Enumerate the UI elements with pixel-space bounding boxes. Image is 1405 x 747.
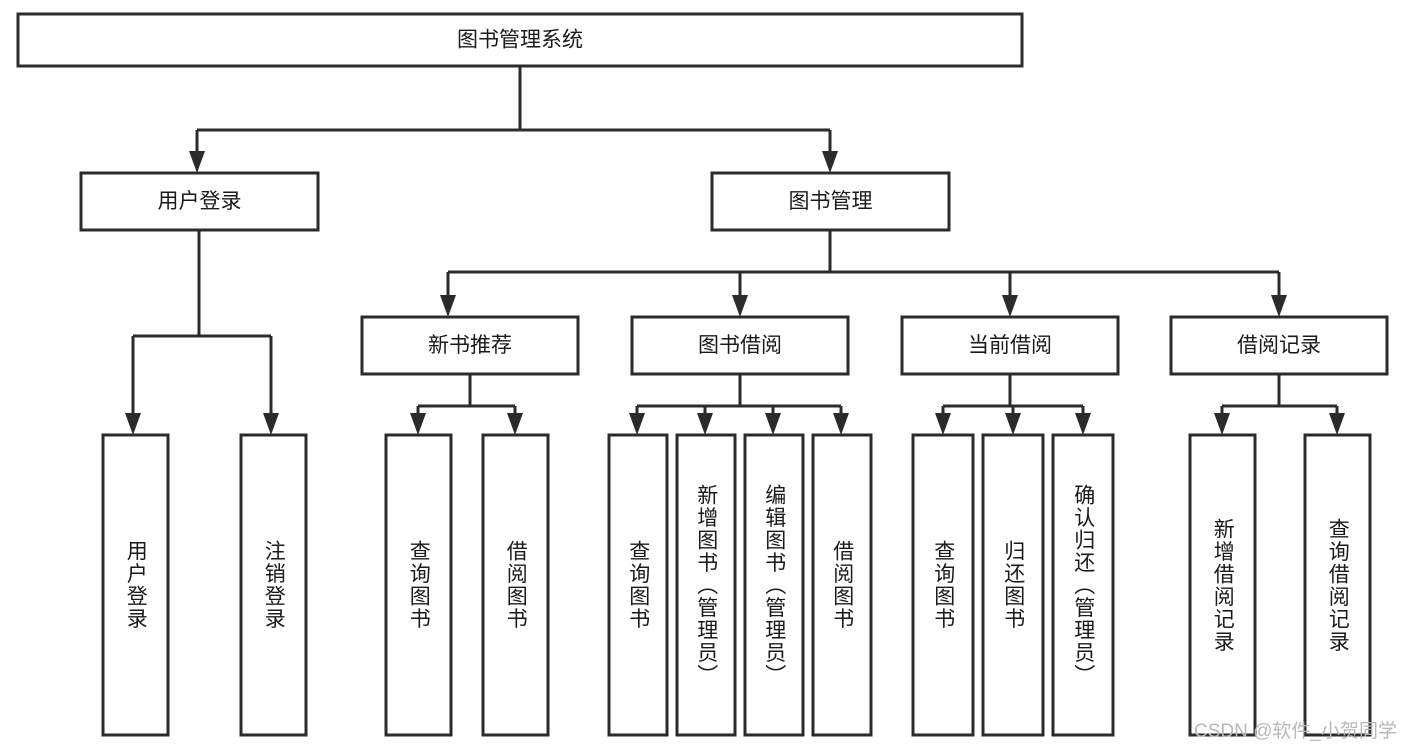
conn-book-manage-arrow-0 [440, 295, 456, 317]
conn-book-borrow [629, 374, 849, 435]
node-box-user-login[interactable] [79, 171, 320, 232]
node-label-book-borrow: 图书借阅 [698, 334, 782, 357]
node-box-leaf-cb-return[interactable] [981, 433, 1045, 737]
node-label-book-manage: 图书管理 [789, 190, 873, 213]
conn-book-manage [440, 230, 1287, 317]
conn-new-book-rec-arrow-0 [410, 413, 426, 435]
node-box-leaf-user-logout[interactable] [239, 433, 308, 737]
conn-book-manage-arrow-3 [1271, 295, 1287, 317]
conn-current-borrow-arrow-1 [1005, 413, 1021, 435]
node-label-user-login: 用户登录 [158, 190, 242, 213]
node-box-leaf-cb-query[interactable] [911, 433, 975, 737]
conn-book-borrow-arrow-3 [833, 413, 849, 435]
conn-book-borrow-arrow-0 [629, 413, 645, 435]
conn-new-book-rec [410, 374, 523, 435]
conn-book-manage-arrow-1 [732, 295, 748, 317]
conn-current-borrow [935, 374, 1091, 435]
conn-current-borrow-arrow-2 [1075, 413, 1091, 435]
node-box-book-borrow[interactable] [630, 315, 850, 376]
conn-user-login-arrow-1 [263, 413, 279, 435]
conn-book-manage-arrow-2 [1002, 295, 1018, 317]
conn-user-login [125, 230, 279, 435]
conn-root-arrow-0 [189, 151, 205, 173]
conn-new-book-rec-arrow-1 [507, 413, 523, 435]
conn-borrow-record-arrow-0 [1214, 413, 1230, 435]
node-box-leaf-br-add[interactable] [1188, 433, 1257, 737]
node-label-current-borrow: 当前借阅 [968, 334, 1052, 357]
conn-book-borrow-arrow-1 [697, 413, 713, 435]
node-box-leaf-bb-edit[interactable] [743, 433, 805, 737]
node-box-leaf-br-query[interactable] [1303, 433, 1372, 737]
conn-root-arrow-1 [822, 151, 838, 173]
node-box-leaf-rec-borrow[interactable] [481, 433, 550, 737]
node-box-new-book-rec[interactable] [360, 315, 580, 376]
conn-root [189, 66, 838, 173]
node-box-leaf-bb-query[interactable] [607, 433, 669, 737]
conn-borrow-record [1214, 374, 1345, 435]
conn-book-borrow-arrow-2 [765, 413, 781, 435]
node-box-leaf-bb-add[interactable] [675, 433, 737, 737]
node-box-root[interactable] [16, 12, 1024, 68]
conn-user-login-arrow-0 [125, 413, 141, 435]
conn-current-borrow-arrow-0 [935, 413, 951, 435]
node-box-leaf-user-login[interactable] [101, 433, 170, 737]
node-box-borrow-record[interactable] [1169, 315, 1389, 376]
node-box-leaf-rec-query[interactable] [384, 433, 453, 737]
node-box-current-borrow[interactable] [900, 315, 1120, 376]
node-box-leaf-bb-borrow[interactable] [811, 433, 873, 737]
node-label-borrow-record: 借阅记录 [1237, 334, 1321, 357]
connector-layer [125, 66, 1345, 435]
csdn-watermark: CSDN @软件_小贺同学 [1194, 721, 1397, 742]
node-label-new-book-rec: 新书推荐 [428, 334, 512, 357]
node-label-root: 图书管理系统 [457, 29, 583, 52]
node-box-leaf-cb-confirm[interactable] [1051, 433, 1115, 737]
node-box-book-manage[interactable] [710, 171, 951, 232]
conn-borrow-record-arrow-1 [1329, 413, 1345, 435]
